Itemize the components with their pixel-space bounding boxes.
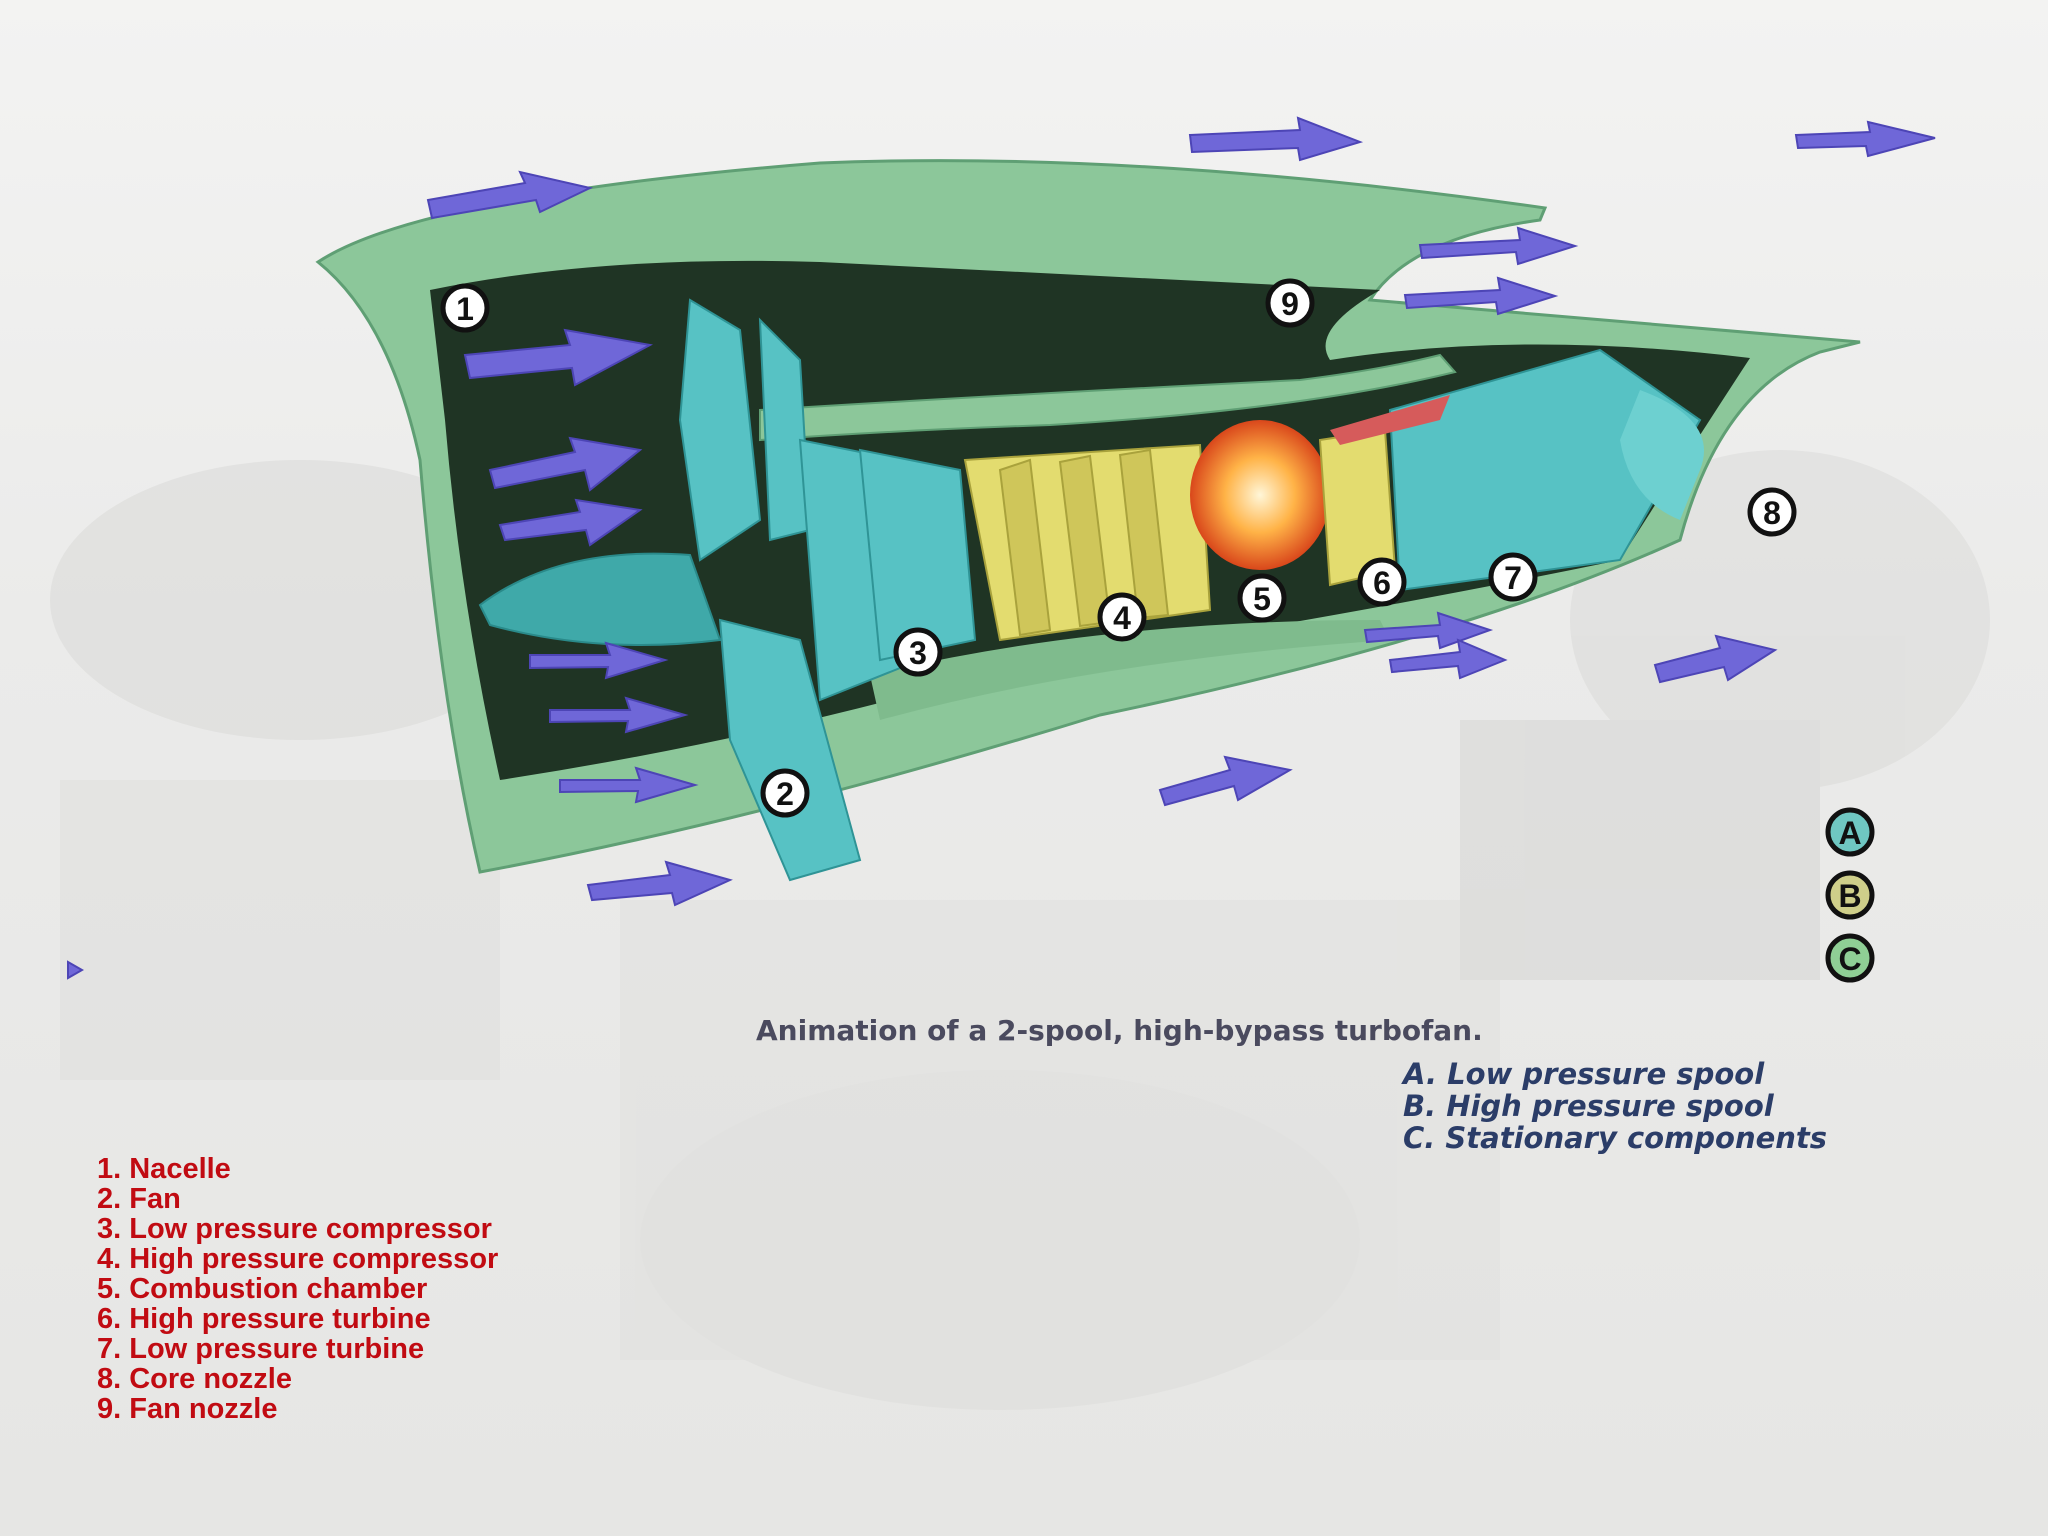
fan-duct-lower [870,620,1390,720]
core-nozzle [1620,390,1704,520]
marker-3: 3 [893,627,943,677]
arrow-icon [426,170,594,220]
marker-4: 4 [1097,592,1147,642]
arrow-icon [1653,634,1778,684]
bypass-duct [759,353,1457,442]
legend-badge-a: A [1825,807,1875,857]
part-item-nacelle: 1. Nacelle [97,1153,231,1185]
part-item-hp-compressor: 4. High pressure compressor [97,1243,499,1275]
legend-item-a: A. Low pressure spool [1403,1057,1765,1091]
turbine-stator [1330,395,1450,445]
arrow-icon [488,436,643,492]
part-item-fan: 2. Fan [97,1183,181,1215]
parts-list: 1. Nacelle 2. Fan 3. Low pressure compre… [97,1154,498,1424]
arrow-icon [549,696,689,734]
svg-text:8: 8 [1763,495,1781,531]
svg-text:5: 5 [1253,581,1271,617]
marker-7: 7 [1488,552,1538,602]
marker-9: 9 [1265,278,1315,328]
svg-text:C: C [1838,941,1861,977]
airflow-arrows [67,116,1936,980]
arrow-icon [1388,638,1508,680]
svg-text:A: A [1838,815,1861,851]
spool-legend: A. Low pressure spool B. High pressure s… [1403,1058,1827,1154]
combustion-chamber [1190,420,1330,570]
arrow-icon [1158,755,1293,807]
legend-badge-c: C [1825,933,1875,983]
svg-text:4: 4 [1113,600,1131,636]
arrow-icon [1794,120,1936,158]
arrow-icon [1418,226,1579,266]
svg-text:B: B [1838,878,1861,914]
svg-text:1: 1 [456,291,474,327]
arrow-icon [559,766,699,804]
arrow-icon [463,328,654,387]
fan-blades [678,298,862,882]
marker-8: 8 [1747,487,1797,537]
legend-item-b: B. High pressure spool [1403,1089,1774,1123]
part-item-fan-nozzle: 9. Fan nozzle [97,1393,278,1425]
high-pressure-compressor [963,443,1212,642]
arrow-icon [1403,276,1559,316]
part-item-hp-turbine: 6. High pressure turbine [97,1303,431,1335]
marker-2: 2 [760,768,810,818]
part-item-lp-compressor: 3. Low pressure compressor [97,1213,492,1245]
marker-6: 6 [1357,557,1407,607]
marker-5: 5 [1237,573,1287,623]
arrow-icon [529,641,669,680]
svg-text:7: 7 [1504,560,1522,596]
part-item-lp-turbine: 7. Low pressure turbine [97,1333,425,1365]
svg-text:9: 9 [1281,286,1299,322]
legend-badge-b: B [1825,870,1875,920]
svg-text:6: 6 [1373,565,1391,601]
arrow-icon [586,860,733,907]
arrow-icon [1188,116,1364,162]
marker-1: 1 [440,283,490,333]
low-pressure-compressor [798,438,977,702]
legend-item-c: C. Stationary components [1403,1121,1828,1155]
arrow-icon [67,960,85,980]
diagram-caption: Animation of a 2-spool, high-bypass turb… [756,1014,1483,1047]
arrow-icon [498,498,643,547]
part-item-combustion: 5. Combustion chamber [97,1273,428,1305]
part-item-core-nozzle: 8. Core nozzle [97,1363,292,1395]
spinner [478,552,722,646]
svg-text:2: 2 [776,776,794,812]
svg-text:3: 3 [909,635,927,671]
